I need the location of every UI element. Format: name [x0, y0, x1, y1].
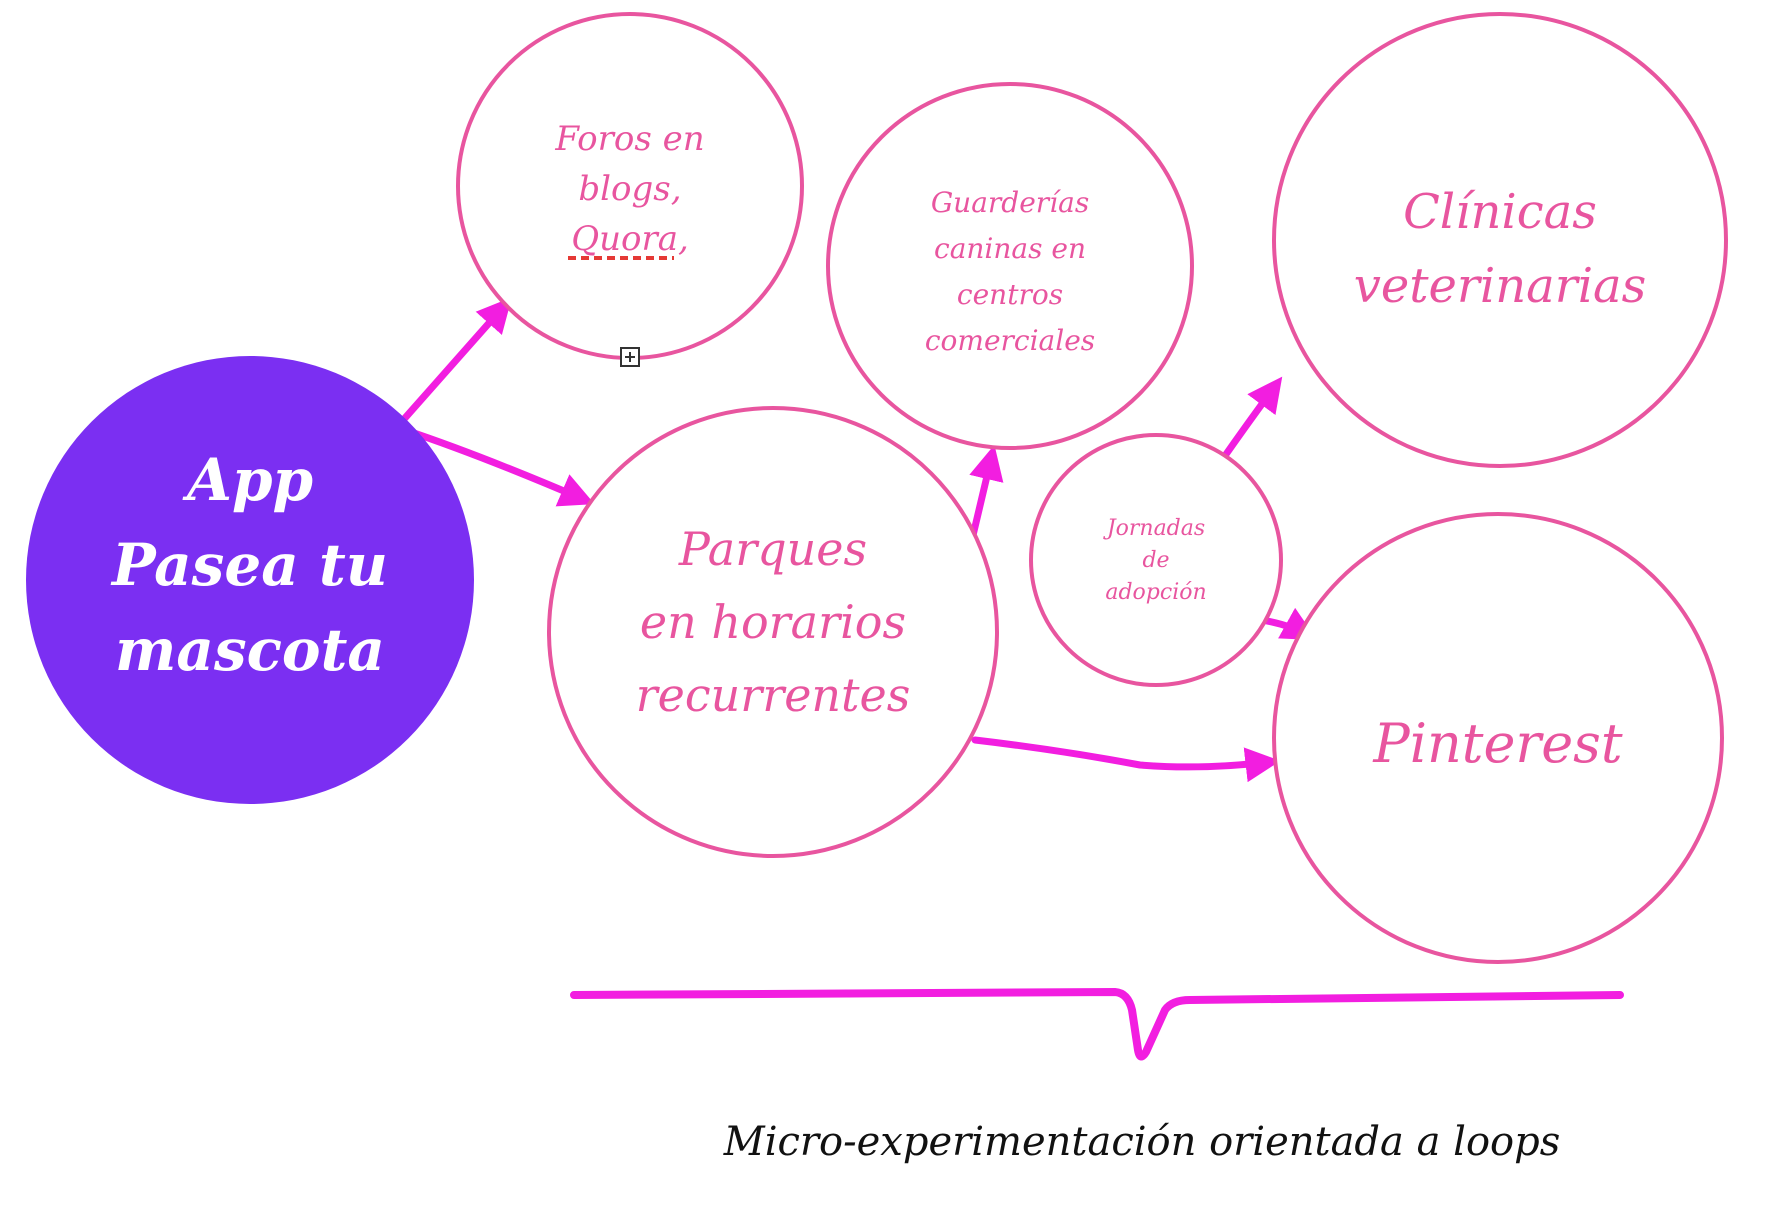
node-foros[interactable]: Foros en blogs, Quora,: [456, 12, 804, 360]
node-pinterest[interactable]: Pinterest: [1272, 512, 1724, 964]
node-parques[interactable]: Parques en horarios recurrentes: [547, 406, 999, 858]
clinicas-line-2: veterinarias: [1354, 258, 1647, 314]
foros-comma: ,: [678, 219, 689, 259]
node-guarderias[interactable]: Guarderías caninas en centros comerciale…: [826, 82, 1194, 450]
pinterest-label: Pinterest: [1372, 712, 1623, 775]
center-line-1: App: [182, 446, 313, 514]
clinicas-line-1: Clínicas: [1403, 184, 1597, 240]
jornadas-circle: [1029, 433, 1283, 687]
center-circle: [26, 356, 474, 804]
parques-line-3: recurrentes: [636, 668, 911, 722]
foros-line-3: Quora,: [571, 219, 689, 259]
grouping-brace: [570, 988, 1624, 1061]
pinterest-circle: [1272, 512, 1724, 964]
arrow-parques-to-pinterest: [971, 736, 1281, 783]
node-jornadas[interactable]: Jornadas de adopción: [1029, 433, 1283, 687]
parques-circle: [547, 406, 999, 858]
arrow-center-to-foros: [401, 297, 512, 422]
plus-box-icon[interactable]: [620, 347, 640, 367]
arrow-jornadas-to-clinicas: [1218, 376, 1283, 464]
center-node[interactable]: App Pasea tu mascota: [26, 356, 474, 804]
node-clinicas[interactable]: Clínicas veterinarias: [1272, 12, 1728, 468]
center-line-2: Pasea tu: [110, 531, 388, 599]
jornadas-line-1: Jornadas: [1103, 516, 1205, 541]
diagram-caption: Micro-experimentación orientada a loops: [723, 1119, 1561, 1165]
jornadas-line-3: adopción: [1105, 580, 1206, 605]
parques-line-2: en horarios: [640, 595, 906, 649]
foros-line-1: Foros en: [554, 119, 704, 159]
foros-line-2: blogs,: [578, 169, 681, 209]
foros-quora-word: Quora: [571, 219, 678, 259]
clinicas-circle: [1272, 12, 1728, 468]
guarderias-line-4: comerciales: [925, 324, 1095, 357]
jornadas-line-2: de: [1142, 548, 1169, 573]
arrow-center-to-parques: [401, 426, 595, 507]
center-line-3: mascota: [115, 616, 385, 684]
guarderias-line-3: centros: [957, 278, 1063, 311]
parques-line-1: Parques: [678, 522, 867, 576]
guarderias-line-2: caninas en: [934, 232, 1086, 265]
guarderias-line-1: Guarderías: [931, 186, 1089, 219]
guarderias-circle: [826, 82, 1194, 450]
